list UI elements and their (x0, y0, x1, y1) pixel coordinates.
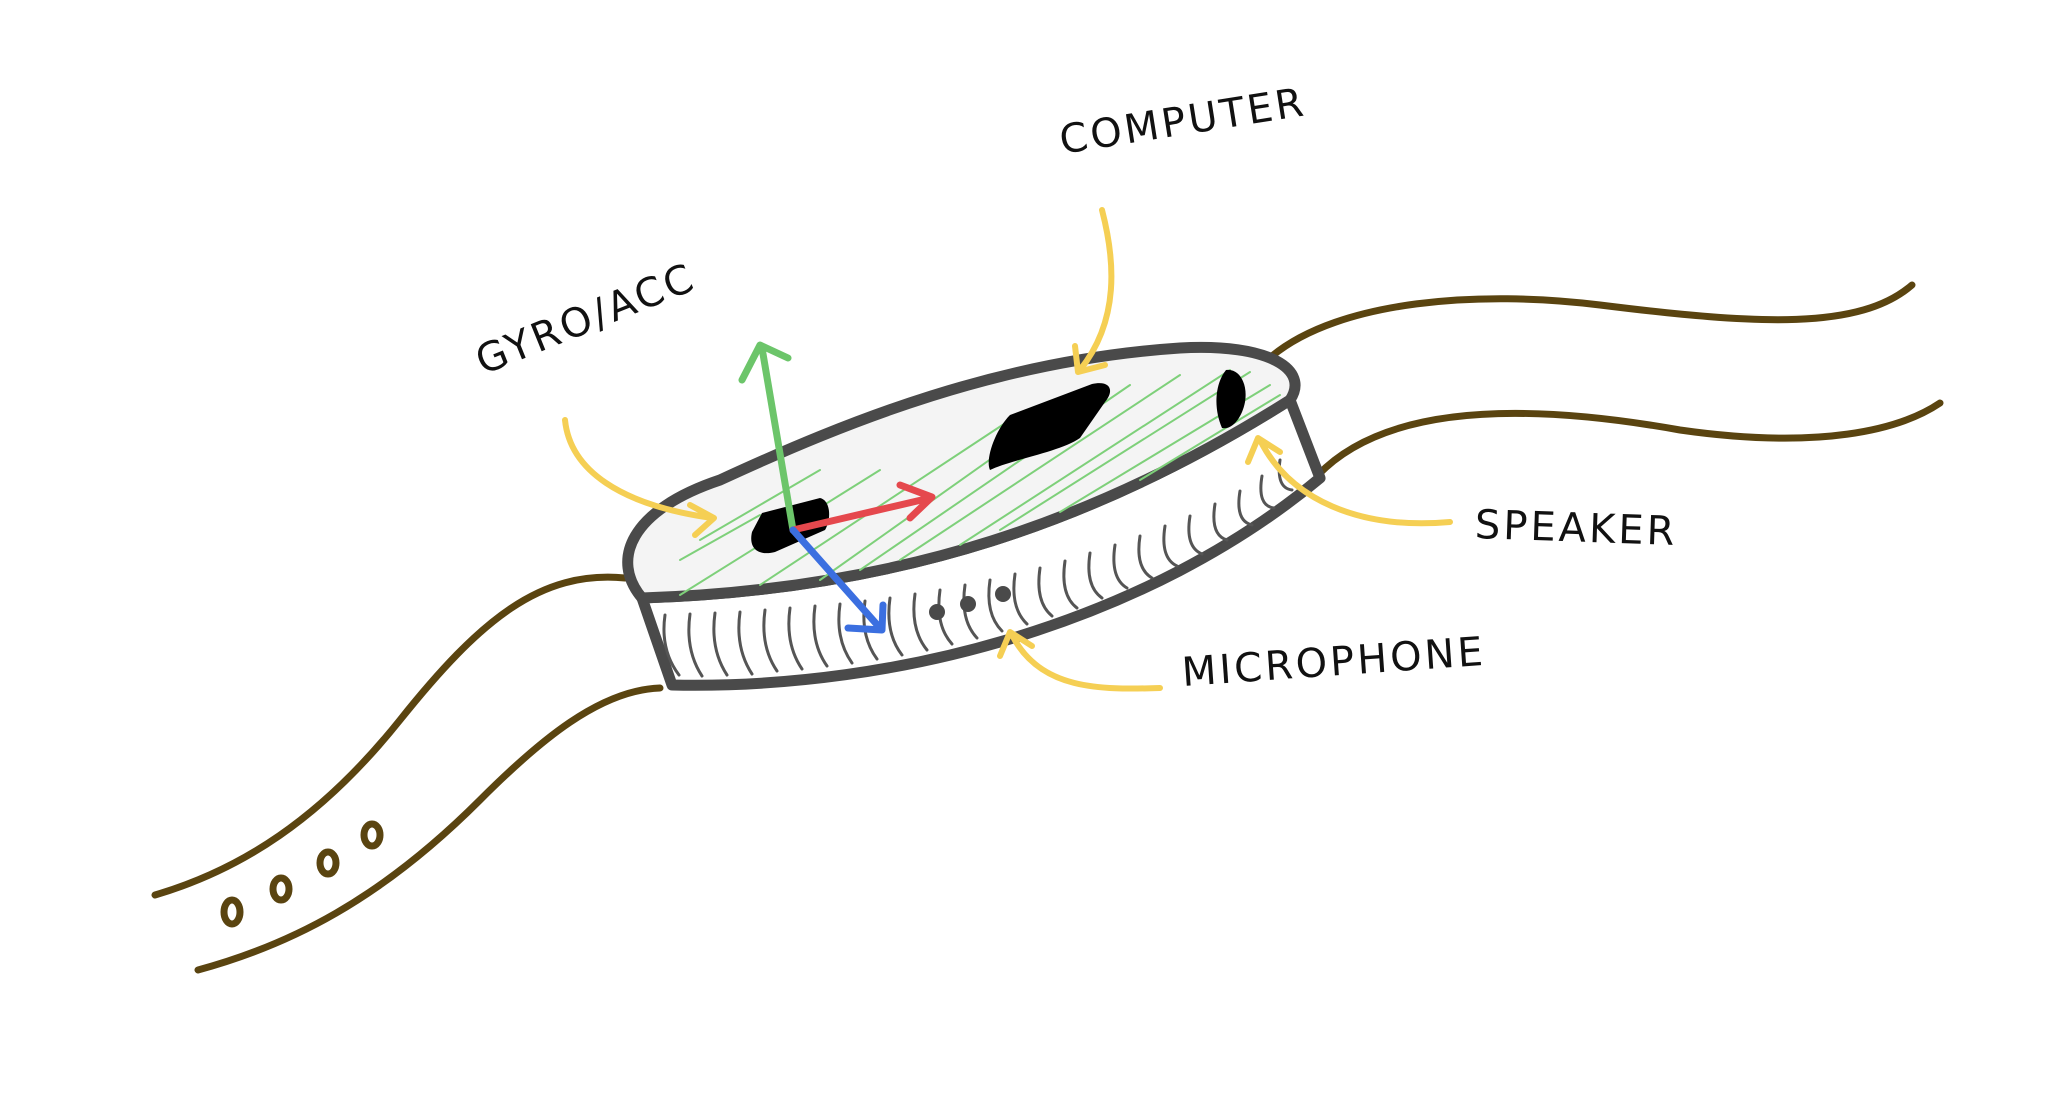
strap-hole (316, 848, 340, 878)
strap-hole (360, 820, 384, 850)
watch-strap (151, 281, 1944, 974)
microphone-holes (929, 586, 1011, 620)
z-axis-arrow (789, 526, 887, 634)
speaker-component (1216, 369, 1246, 429)
left-strap-lower-edge (194, 684, 664, 974)
sensor-axes (738, 341, 936, 634)
microphone-callout-arrow (997, 629, 1163, 692)
speaker-label: SPEAKER (1474, 502, 1679, 556)
left-strap-upper-edge (151, 573, 629, 899)
speaker-callout-arrow (1245, 435, 1453, 527)
callout-arrows (562, 207, 1453, 692)
right-strap-lower-edge (1314, 399, 1944, 479)
y-axis-arrow (738, 341, 797, 534)
strap-holes (220, 820, 384, 928)
computer-callout-arrow (1072, 207, 1115, 375)
strap-hole (220, 896, 244, 928)
gyro-acc-callout-arrow (562, 417, 717, 538)
computer-chip (988, 383, 1111, 470)
strap-hole (269, 874, 293, 904)
x-axis-arrow (789, 481, 936, 534)
right-strap-upper-edge (1268, 281, 1916, 360)
